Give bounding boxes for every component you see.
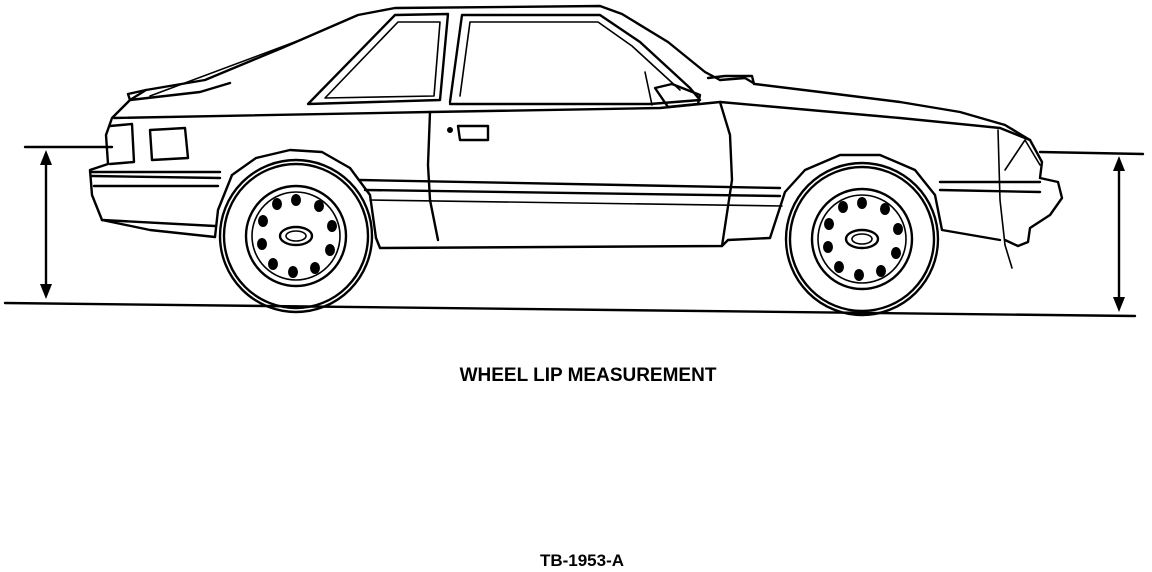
rear-height-dimension xyxy=(23,145,114,299)
front-height-dimension xyxy=(1038,150,1145,312)
diagram-title: WHEEL LIP MEASUREMENT xyxy=(459,365,717,386)
car-body xyxy=(88,4,1064,269)
ground-line xyxy=(3,301,1137,318)
rear-wheel xyxy=(218,158,374,314)
car-side-view-drawing xyxy=(3,4,1145,318)
front-wheel xyxy=(784,161,940,317)
car-diagram xyxy=(3,4,1145,318)
figure-code: TB-1953-A xyxy=(539,551,625,570)
